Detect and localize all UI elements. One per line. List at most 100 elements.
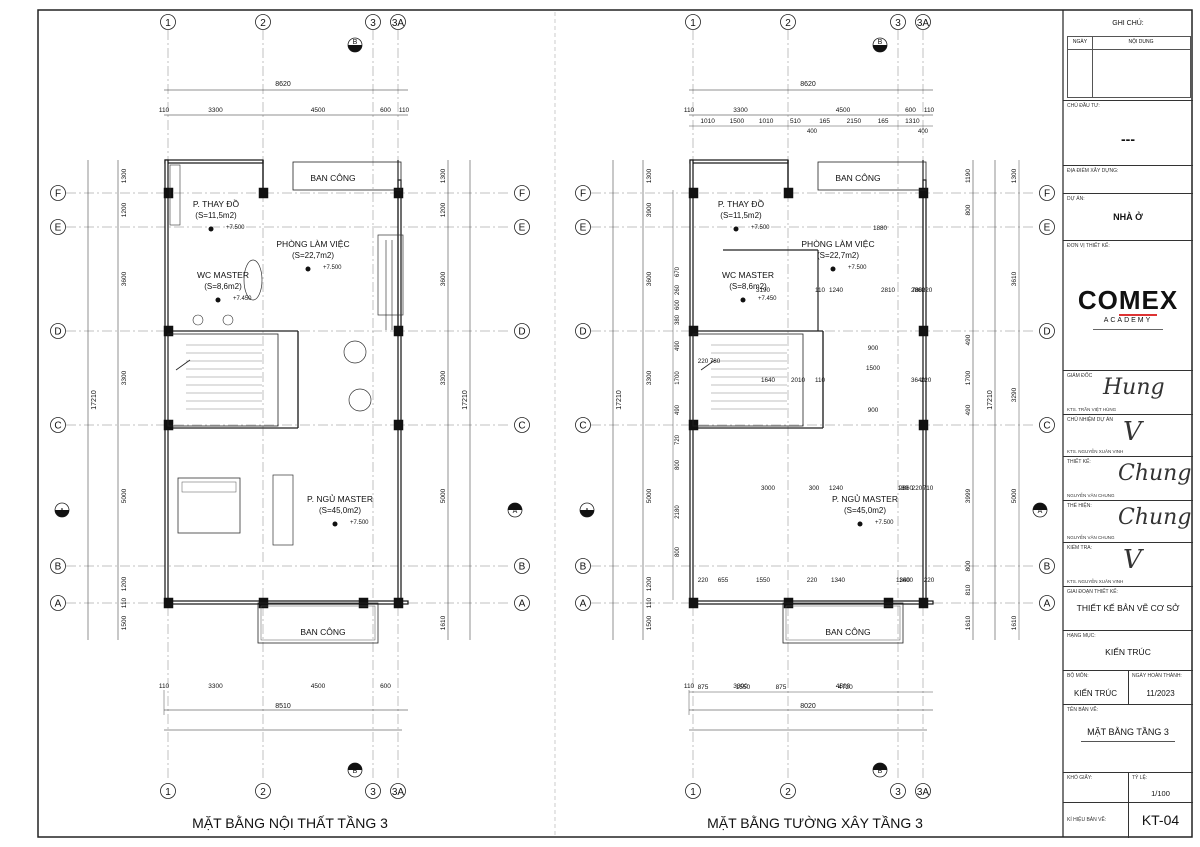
dim-left: 3600	[121, 271, 128, 286]
dim-inner: 780	[912, 287, 923, 294]
tb-notes-table: NGÀY NỘI DUNG	[1067, 36, 1191, 98]
dim-inner: 3000	[761, 485, 776, 492]
room-level: +7.500	[751, 225, 770, 231]
dim-top: 3300	[208, 107, 223, 114]
dim-left: 1500	[121, 615, 128, 630]
dim-inner: 220	[698, 577, 709, 584]
dim-left2: 490	[675, 404, 681, 415]
grid-label-bottom: 3	[370, 787, 376, 798]
grid-label-row: E	[580, 223, 587, 234]
dim-right: 1190	[965, 169, 972, 183]
dim-left2: 800	[675, 459, 681, 470]
dim-top2: 165	[819, 118, 830, 125]
grid-bubble	[890, 783, 906, 799]
dim-inner: 710	[923, 485, 934, 492]
dim-right-total: 17210	[462, 390, 469, 410]
dim-left: 110	[121, 597, 128, 608]
tb-draw: THỂ HIỆN: Chung NGUYỄN VĂN CHUNG	[1063, 500, 1193, 542]
grid-bubble	[255, 14, 271, 30]
plan-title: MẶT BẰNG NỘI THẤT TẦNG 3	[192, 814, 388, 831]
dim-inner: 220	[698, 358, 709, 365]
grid-label-row: A	[1044, 599, 1051, 610]
wall	[164, 600, 409, 605]
tb-site-label: ĐỊA ĐIỂM XÂY DỰNG:	[1067, 168, 1119, 174]
grid-label-row: E	[519, 223, 526, 234]
dim-right: 1700	[965, 370, 972, 385]
dim-top2: 1500	[730, 118, 745, 125]
level-marker	[740, 297, 746, 303]
dim-top: 4500	[836, 107, 851, 114]
dim-inner: 730	[710, 358, 721, 365]
grid-bubble	[514, 558, 530, 574]
grid-bubble	[390, 783, 406, 799]
dim-top2: 1010	[700, 118, 715, 125]
dim-right: 1300	[440, 168, 447, 183]
tb-code: KÍ HIỆU BẢN VẼ: KT-04	[1063, 802, 1193, 838]
dim-inner: 220	[807, 577, 818, 584]
tb-scale-value: 1/100	[1151, 789, 1170, 798]
grid-label-row: F	[1044, 189, 1050, 200]
room-level: +7.450	[758, 296, 777, 302]
dim-right2: 3290	[1011, 387, 1018, 402]
section-mark-fill	[508, 503, 522, 510]
dim-inner: 2860	[899, 485, 914, 492]
tb-pm: CHỦ NHIỆM DỰ ÁN V KTS. NGUYỄN XUÂN VINH	[1063, 414, 1193, 456]
tb-project-label: DỰ ÁN:	[1067, 196, 1085, 202]
dim-bottom: 110	[684, 683, 695, 690]
dim-top: 3300	[733, 107, 748, 114]
dim-top2: 1310	[905, 118, 920, 125]
dim-inner: 1880	[873, 225, 888, 232]
section-mark-fill	[873, 45, 887, 52]
grid-bubble	[1039, 558, 1055, 574]
column	[688, 325, 699, 337]
grid-bubble	[50, 323, 66, 339]
column	[393, 325, 404, 337]
wall	[164, 159, 169, 604]
tb-logo-accent	[1119, 314, 1157, 316]
dim-top3: 400	[918, 129, 929, 135]
balcony-bottom-inner	[260, 605, 376, 641]
tb-director: GIÁM ĐỐC Hung KTS. TRẦN VIỆT HÙNG	[1063, 370, 1193, 414]
level-marker	[857, 521, 863, 527]
dim-right: 5000	[440, 488, 447, 503]
room-name: P. THAY ĐỒ	[193, 198, 240, 209]
section-mark-label: A	[585, 508, 590, 515]
tb-item-value: KIẾN TRÚC	[1105, 647, 1151, 657]
room-name: BAN CÔNG	[835, 173, 880, 183]
section-mark-fill	[580, 510, 594, 517]
dim-right: 490	[965, 334, 972, 345]
tb-notes-label: GHI CHÚ:	[1112, 20, 1144, 27]
room-level: +7.500	[323, 265, 342, 271]
dim-inner: 900	[868, 345, 879, 352]
grid-label-row: D	[54, 327, 61, 338]
title-block: GHI CHÚ: NGÀY NỘI DUNG CHỦ ĐẦU TƯ: --- Đ…	[1063, 10, 1193, 838]
tb-pm-name: KTS. NGUYỄN XUÂN VINH	[1067, 449, 1124, 454]
dim-top: 600	[905, 107, 916, 114]
dim-right: 1610	[440, 615, 447, 630]
stair-arrow	[175, 359, 191, 371]
column	[393, 597, 404, 609]
tb-logo-main: COMEX	[1077, 285, 1179, 315]
grid-bubble	[890, 14, 906, 30]
dim-bottom2: 4720	[838, 684, 853, 691]
grid-label-row: F	[519, 189, 525, 200]
room-name: P. NGỦ MASTER	[307, 493, 373, 504]
room-name: P. NGỦ MASTER	[832, 493, 898, 504]
tb-item-label: HẠNG MỤC:	[1067, 633, 1096, 639]
grid-label-row: C	[1043, 421, 1050, 432]
room-area: (S=45,0m2)	[319, 506, 361, 515]
grid-bubble	[50, 595, 66, 611]
dim-left: 5000	[646, 488, 653, 503]
dim-left: 1500	[646, 615, 653, 630]
room-name: PHÒNG LÀM VIỆC	[801, 239, 874, 249]
tb-date-value: 11/2023	[1146, 689, 1175, 698]
room-area: (S=8,6m2)	[204, 282, 242, 291]
grid-bubble	[685, 14, 701, 30]
section-mark-fill	[1033, 503, 1047, 510]
dim-inner: 655	[718, 577, 729, 584]
grid-label-bottom: 3A	[392, 787, 405, 798]
dim-right: 490	[965, 404, 972, 415]
